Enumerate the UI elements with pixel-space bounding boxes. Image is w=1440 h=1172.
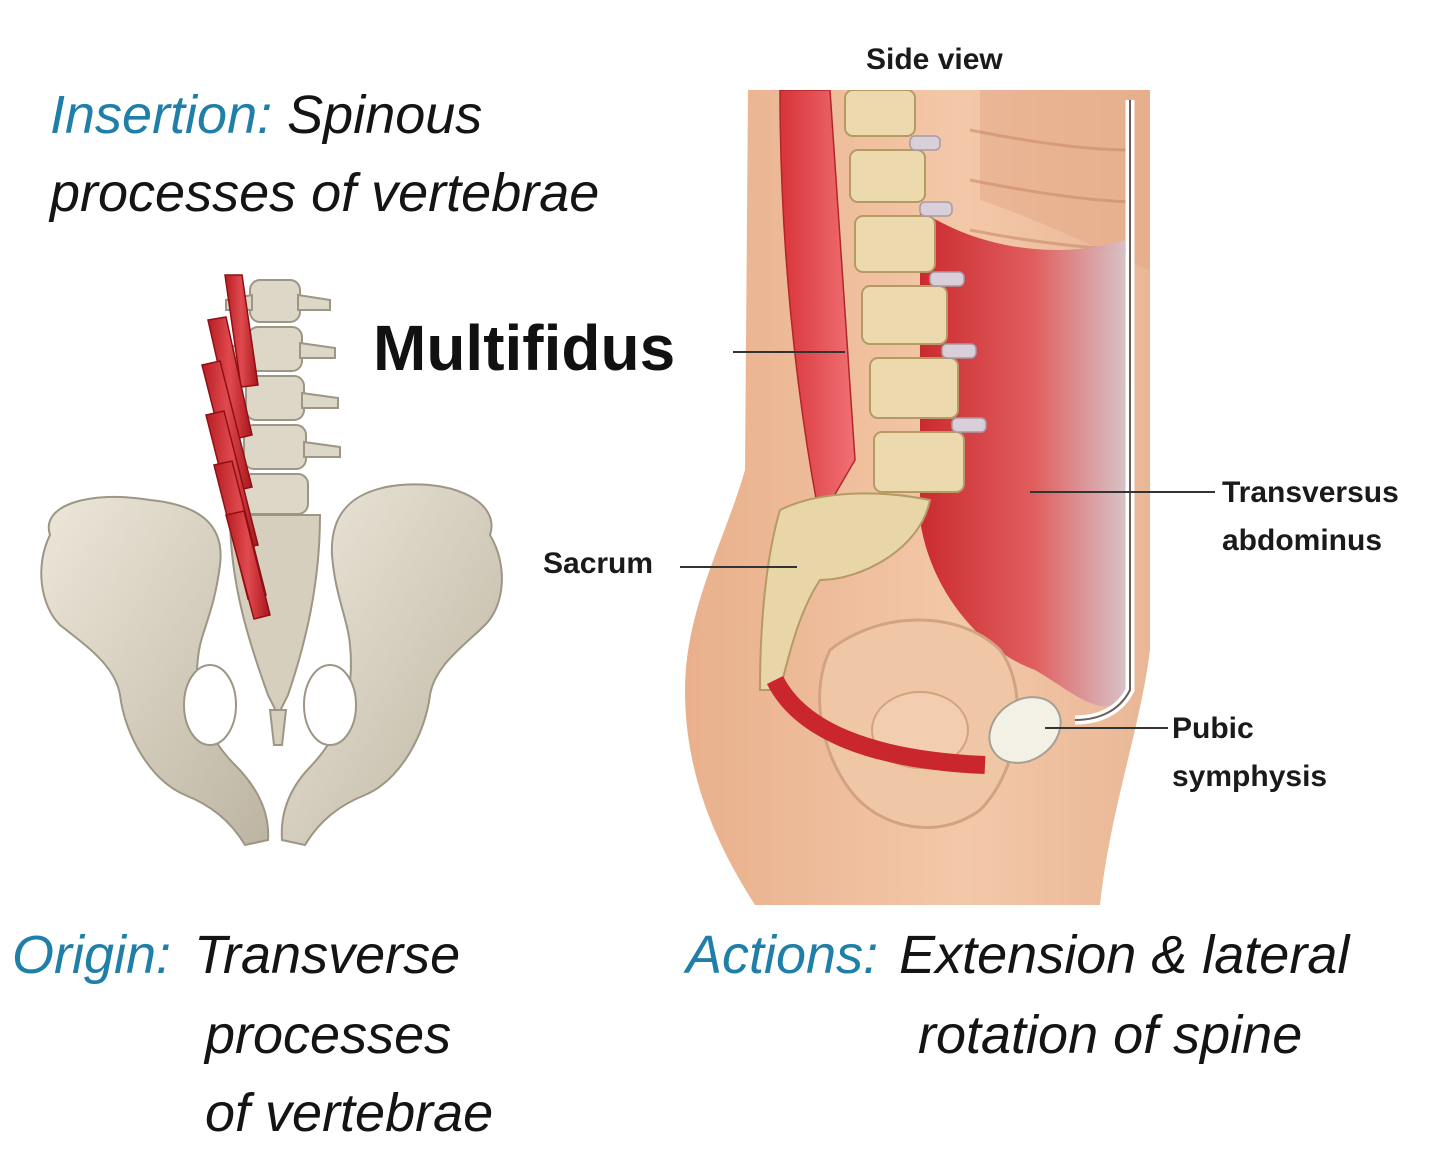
origin-line-3: of vertebrae (205, 1083, 494, 1143)
insertion-label: Insertion: (50, 85, 273, 145)
insertion-text-1: Spinous (287, 85, 483, 145)
actions-text-1: Extension & lateral (899, 925, 1350, 985)
pubic-label-2: symphysis (1172, 760, 1328, 793)
origin-line-1: Origin: Transverse (12, 928, 460, 982)
actions-line-2: rotation of spine (918, 1005, 1303, 1065)
insertion-line-2: processes of vertebrae (50, 163, 600, 223)
pubic-label-1: Pubic (1172, 712, 1254, 745)
actions-line-1: Actions: Extension & lateral (686, 928, 1349, 982)
view-label: Side view (866, 43, 1003, 76)
origin-line-2: processes (205, 1005, 452, 1065)
pelvis-posterior-illustration (40, 274, 503, 847)
transversus-label-2: abdominus (1222, 524, 1383, 557)
transversus-label-1: Transversus (1222, 476, 1399, 509)
diagram-title: Multifidus (373, 312, 676, 384)
origin-text-1: Transverse (194, 925, 461, 985)
actions-label: Actions: (686, 925, 879, 985)
insertion-line-1: Insertion: Spinous (50, 88, 482, 142)
sacrum-label: Sacrum (543, 547, 654, 580)
origin-label: Origin: (12, 925, 172, 985)
torso-side-view-illustration (685, 90, 1150, 905)
